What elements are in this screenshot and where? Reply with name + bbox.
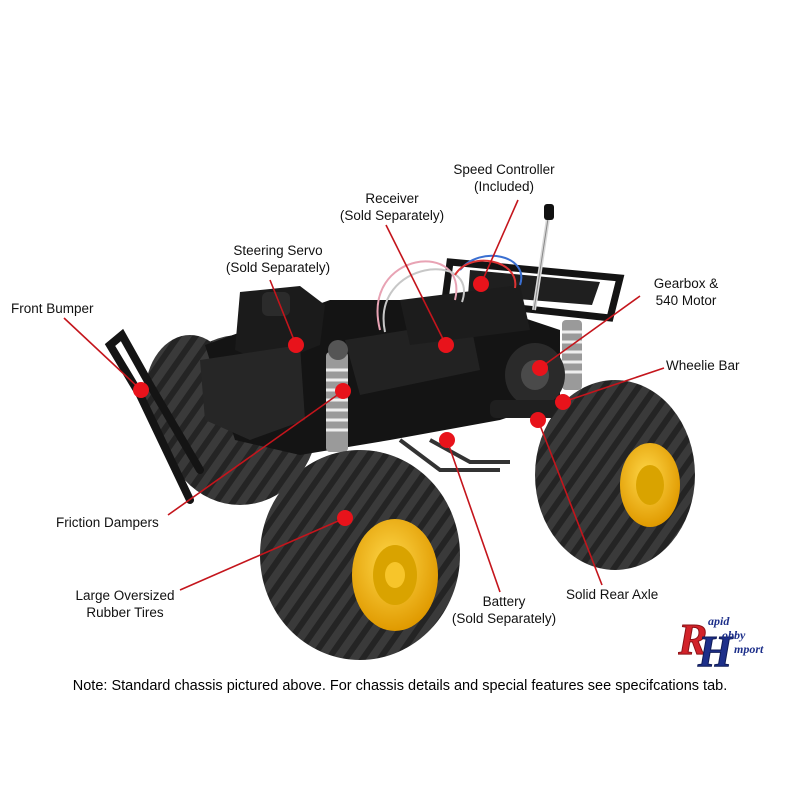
logo-word-apid: apid bbox=[708, 614, 730, 628]
dot-front-bumper bbox=[133, 382, 149, 398]
dot-steering-servo bbox=[288, 337, 304, 353]
label-solid-rear-axle: Solid Rear Axle bbox=[566, 587, 659, 602]
wiring bbox=[376, 254, 523, 333]
dot-large-tires bbox=[337, 510, 353, 526]
rear-shock bbox=[562, 320, 582, 390]
label-wheelie-bar: Wheelie Bar bbox=[666, 358, 740, 373]
front-bumper bbox=[104, 328, 204, 504]
leader-friction-dampers bbox=[167, 390, 344, 516]
label-steering-servo: Steering Servo (Sold Separately) bbox=[225, 243, 331, 275]
leader-gearbox-motor bbox=[539, 295, 641, 369]
leader-front-bumper bbox=[63, 317, 142, 391]
gearbox-motor bbox=[505, 343, 565, 407]
front-right-tire bbox=[260, 450, 460, 660]
leader-speed-controller bbox=[480, 199, 519, 285]
logo-word-obby: obby bbox=[722, 628, 746, 642]
battery-rails bbox=[398, 438, 510, 472]
rapid-hobby-import-logo: R H apid obby mport bbox=[677, 608, 794, 677]
dot-wheelie-bar bbox=[555, 394, 571, 410]
leader-battery bbox=[446, 439, 501, 593]
logo-word-mport: mport bbox=[734, 642, 764, 656]
leader-lines bbox=[63, 199, 665, 593]
label-friction-dampers: Friction Dampers bbox=[56, 515, 159, 530]
label-battery: Battery (Sold Separately) bbox=[451, 594, 557, 626]
antenna bbox=[532, 204, 554, 311]
callout-dots bbox=[133, 276, 571, 526]
dot-gearbox-motor bbox=[532, 360, 548, 376]
dot-speed-controller bbox=[473, 276, 489, 292]
leader-solid-rear-axle bbox=[537, 419, 603, 586]
leader-steering-servo bbox=[269, 279, 297, 346]
leader-large-tires bbox=[179, 517, 346, 591]
dot-solid-rear-axle bbox=[530, 412, 546, 428]
label-front-bumper: Front Bumper bbox=[11, 301, 94, 316]
dot-battery bbox=[439, 432, 455, 448]
svg-text:R: R bbox=[678, 615, 707, 664]
rear-right-tire bbox=[535, 380, 695, 570]
label-receiver: Receiver (Sold Separately) bbox=[339, 191, 445, 223]
logo-mark: R H bbox=[677, 615, 735, 677]
leader-wheelie-bar bbox=[562, 367, 665, 403]
dot-receiver bbox=[438, 337, 454, 353]
label-gearbox-motor: Gearbox & 540 Motor bbox=[653, 276, 719, 308]
leader-receiver bbox=[385, 224, 447, 346]
label-large-oversized-rubber-tires: Large Oversized Rubber Tires bbox=[75, 588, 175, 620]
dot-friction-dampers bbox=[335, 383, 351, 399]
label-speed-controller: Speed Controller (Included) bbox=[453, 162, 555, 194]
chassis-note: Note: Standard chassis pictured above. F… bbox=[72, 678, 728, 694]
svg-text:H: H bbox=[697, 627, 734, 670]
